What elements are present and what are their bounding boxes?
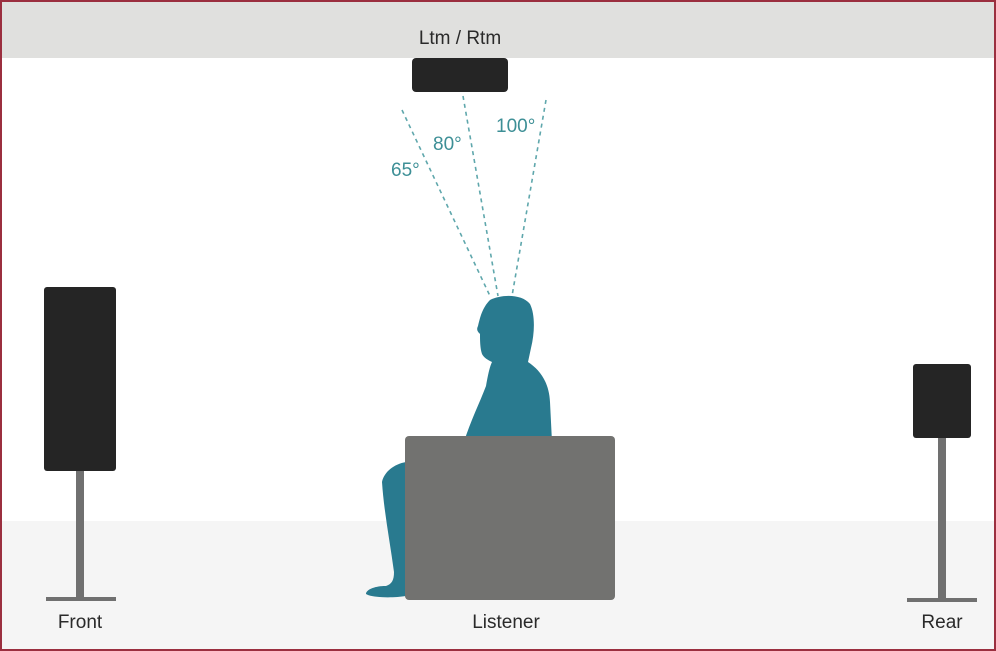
ceiling [2,2,994,58]
front-speaker-base [46,597,116,601]
angle-label-65: 65° [391,160,420,181]
rear-speaker [913,364,971,438]
listener-silhouette [366,295,552,598]
front-speaker-stand [76,471,84,599]
angle-line-80 [462,95,499,297]
angle-label-100: 100° [496,116,536,137]
ceiling-speaker-label: Ltm / Rtm [418,28,502,49]
angle-line-65 [401,109,491,297]
rear-label: Rear [921,612,963,633]
listener-seat [405,436,615,600]
front-label: Front [57,612,103,633]
front-speaker [44,287,116,471]
angle-label-80: 80° [433,134,462,155]
listener-label: Listener [472,612,540,633]
rear-speaker-stand [938,438,946,600]
rear-speaker-base [907,598,977,602]
ceiling-speaker [412,58,508,92]
angle-line-100 [511,99,547,297]
